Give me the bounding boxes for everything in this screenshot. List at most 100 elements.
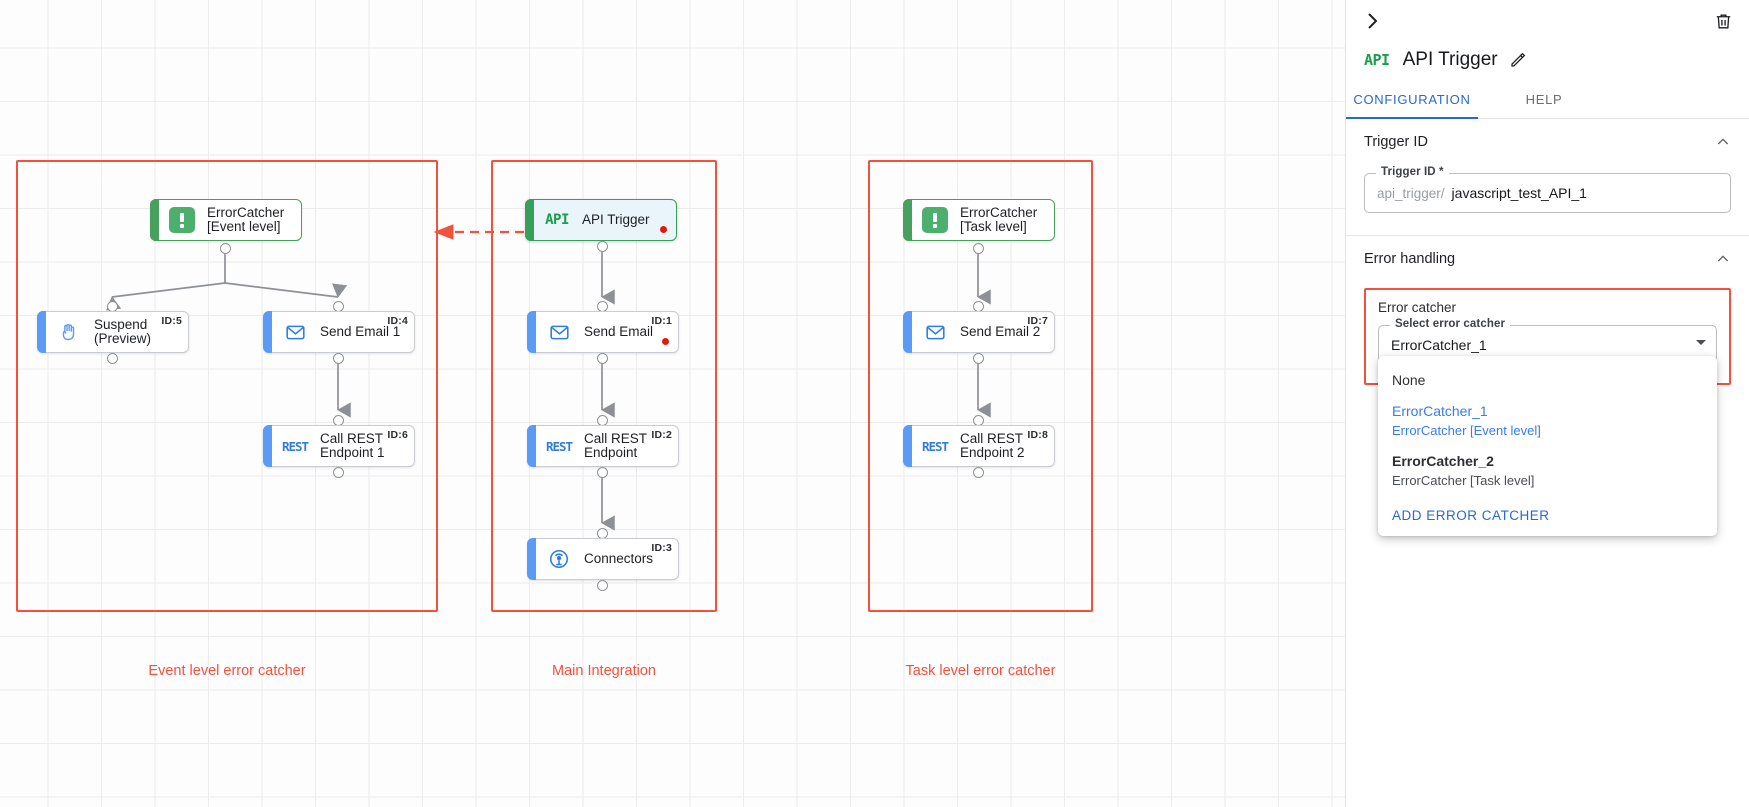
node-accent-bar bbox=[37, 311, 46, 353]
dropdown-option-errorcatcher-1[interactable]: ErrorCatcher_1 ErrorCatcher [Event level… bbox=[1378, 396, 1717, 446]
email-envelope-icon bbox=[922, 319, 948, 345]
error-catcher-dropdown-menu[interactable]: None ErrorCatcher_1 ErrorCatcher [Event … bbox=[1378, 356, 1717, 536]
node-api-trigger[interactable]: API API Trigger bbox=[525, 199, 677, 241]
rest-icon: REST bbox=[922, 433, 949, 459]
node-port-out[interactable] bbox=[333, 467, 344, 478]
node-port-out[interactable] bbox=[597, 241, 608, 252]
collapse-panel-chevron-right-icon[interactable] bbox=[1359, 8, 1385, 34]
node-accent-bar bbox=[263, 311, 272, 353]
group-caption-task-level: Task level error catcher bbox=[905, 663, 1056, 679]
node-port-out[interactable] bbox=[597, 353, 608, 364]
node-error-dot bbox=[660, 226, 667, 233]
suspend-hand-icon bbox=[56, 319, 82, 345]
node-error-catcher-event-level[interactable]: ErrorCatcher [Event level] bbox=[150, 199, 302, 241]
section-title: Trigger ID bbox=[1364, 134, 1428, 150]
rest-glyph-text: REST bbox=[281, 438, 309, 454]
panel-tabs: CONFIGURATION HELP bbox=[1346, 92, 1749, 119]
dropdown-option-primary: None bbox=[1392, 372, 1426, 388]
node-port-out[interactable] bbox=[107, 353, 118, 364]
dropdown-option-errorcatcher-2[interactable]: ErrorCatcher_2 ErrorCatcher [Task level] bbox=[1378, 446, 1717, 496]
node-port-out[interactable] bbox=[973, 353, 984, 364]
node-label: API Trigger bbox=[582, 212, 650, 227]
node-id-badge: ID:7 bbox=[1027, 315, 1048, 327]
node-label: Connectors bbox=[584, 551, 654, 566]
node-id-badge: ID:1 bbox=[651, 315, 672, 327]
select-error-catcher-value: ErrorCatcher_1 bbox=[1391, 337, 1487, 353]
node-port-out[interactable] bbox=[220, 243, 231, 254]
section-title: Error handling bbox=[1364, 251, 1456, 267]
panel-title-row: API API Trigger bbox=[1346, 42, 1749, 78]
chevron-up-icon[interactable] bbox=[1715, 251, 1731, 267]
node-label: Suspend (Preview) bbox=[94, 317, 152, 346]
node-port-out[interactable] bbox=[973, 467, 984, 478]
rest-icon: REST bbox=[281, 433, 309, 459]
trigger-id-field[interactable]: Trigger ID * api_trigger/ javascript_tes… bbox=[1364, 166, 1731, 213]
node-connectors[interactable]: Connectors ID:3 bbox=[527, 538, 679, 580]
node-label: Send Email 1 bbox=[320, 324, 401, 339]
node-id-badge: ID:3 bbox=[651, 542, 672, 554]
node-label: Send Email bbox=[584, 324, 654, 339]
node-id-badge: ID:6 bbox=[387, 429, 408, 441]
node-label: Call REST Endpoint 1 bbox=[320, 431, 385, 460]
dropdown-option-primary: ErrorCatcher_2 bbox=[1392, 453, 1494, 469]
node-label: Call REST Endpoint 2 bbox=[960, 431, 1025, 460]
node-port-out[interactable] bbox=[597, 580, 608, 591]
dropdown-option-primary: ErrorCatcher_1 bbox=[1392, 403, 1488, 419]
tab-configuration[interactable]: CONFIGURATION bbox=[1346, 92, 1478, 119]
email-envelope-icon bbox=[546, 319, 572, 345]
node-port-out[interactable] bbox=[333, 353, 344, 364]
trigger-id-legend: Trigger ID * bbox=[1376, 166, 1449, 178]
add-error-catcher-button[interactable]: ADD ERROR CATCHER bbox=[1392, 508, 1550, 523]
node-port-out[interactable] bbox=[973, 243, 984, 254]
node-call-rest-endpoint[interactable]: REST Call REST Endpoint ID:2 bbox=[527, 425, 679, 467]
node-accent-bar bbox=[527, 538, 536, 580]
tab-help[interactable]: HELP bbox=[1525, 92, 1563, 107]
section-error-handling-header[interactable]: Error handling bbox=[1364, 236, 1731, 282]
dropdown-option-secondary: ErrorCatcher [Task level] bbox=[1392, 473, 1535, 488]
trigger-id-prefix: api_trigger/ bbox=[1377, 185, 1445, 201]
section-error-handling: Error handling Error catcher Select erro… bbox=[1346, 236, 1749, 536]
node-accent-bar bbox=[903, 425, 912, 467]
node-suspend[interactable]: Suspend (Preview) ID:5 bbox=[37, 311, 189, 353]
error-catcher-icon bbox=[922, 207, 948, 233]
node-send-email-1[interactable]: Send Email 1 ID:4 bbox=[263, 311, 415, 353]
dropdown-option-secondary: ErrorCatcher [Event level] bbox=[1392, 423, 1541, 438]
node-accent-bar bbox=[527, 425, 536, 467]
node-call-rest-endpoint-2[interactable]: REST Call REST Endpoint 2 ID:8 bbox=[903, 425, 1055, 467]
workflow-canvas[interactable]: Event level error catcher Main Integrati… bbox=[0, 0, 1345, 807]
rest-icon: REST bbox=[545, 433, 573, 459]
trigger-id-input[interactable]: javascript_test_API_1 bbox=[1451, 185, 1587, 201]
group-box-main-integration[interactable] bbox=[491, 160, 717, 612]
node-label: ErrorCatcher [Task level] bbox=[960, 205, 1038, 234]
api-icon: API bbox=[1364, 51, 1390, 69]
node-error-catcher-task-level[interactable]: ErrorCatcher [Task level] bbox=[903, 199, 1055, 241]
dropdown-option-none[interactable]: None bbox=[1378, 365, 1717, 396]
chevron-up-icon[interactable] bbox=[1715, 134, 1731, 150]
api-glyph-text: API bbox=[545, 212, 569, 228]
details-panel: API API Trigger CONFIGURATION HELP Trigg… bbox=[1345, 0, 1749, 807]
node-label: ErrorCatcher [Event level] bbox=[207, 205, 285, 234]
group-box-event-level[interactable] bbox=[16, 160, 438, 612]
group-box-task-level[interactable] bbox=[868, 160, 1093, 612]
node-port-out[interactable] bbox=[597, 467, 608, 478]
node-label: Call REST Endpoint bbox=[584, 431, 648, 460]
node-send-email[interactable]: Send Email ID:1 bbox=[527, 311, 679, 353]
chevron-down-icon[interactable] bbox=[1696, 340, 1706, 345]
error-catcher-icon bbox=[169, 207, 195, 233]
node-call-rest-endpoint-1[interactable]: REST Call REST Endpoint 1 ID:6 bbox=[263, 425, 415, 467]
node-accent-bar bbox=[527, 311, 536, 353]
node-send-email-2[interactable]: Send Email 2 ID:7 bbox=[903, 311, 1055, 353]
edit-pencil-icon[interactable] bbox=[1509, 51, 1527, 69]
email-envelope-icon bbox=[282, 319, 308, 345]
node-id-badge: ID:4 bbox=[387, 315, 408, 327]
delete-trash-icon[interactable] bbox=[1711, 9, 1735, 33]
section-trigger-id-header[interactable]: Trigger ID bbox=[1364, 119, 1731, 165]
select-error-catcher-legend: Select error catcher bbox=[1390, 318, 1511, 330]
node-id-badge: ID:5 bbox=[161, 315, 182, 327]
rest-glyph-text: REST bbox=[545, 438, 573, 454]
node-label: Send Email 2 bbox=[960, 324, 1041, 339]
node-accent-bar bbox=[263, 425, 272, 467]
group-caption-main-integration: Main Integration bbox=[552, 663, 656, 679]
node-error-dot bbox=[662, 338, 669, 345]
